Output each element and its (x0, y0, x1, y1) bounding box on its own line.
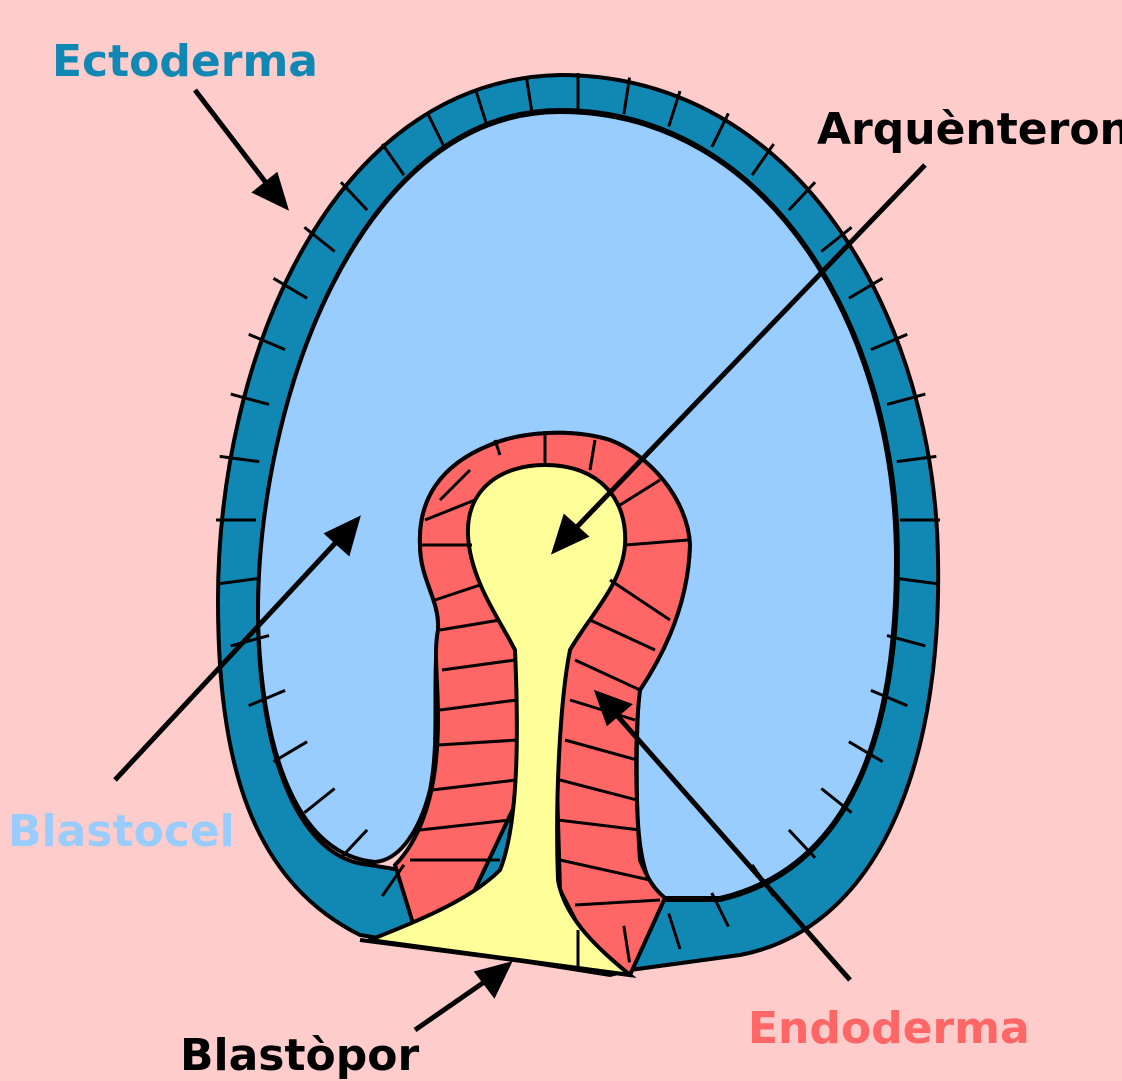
archenteron-label: Arquènteron (817, 104, 1122, 155)
ectoderm-label: Ectoderma (52, 36, 318, 87)
blastopore-label: Blastòpor (180, 1030, 419, 1081)
blastocoel-label: Blastocel (8, 806, 235, 857)
blastopore-arrow (415, 965, 508, 1030)
endoderm-label: Endoderma (748, 1003, 1030, 1054)
ectoderm-arrow (195, 90, 285, 206)
